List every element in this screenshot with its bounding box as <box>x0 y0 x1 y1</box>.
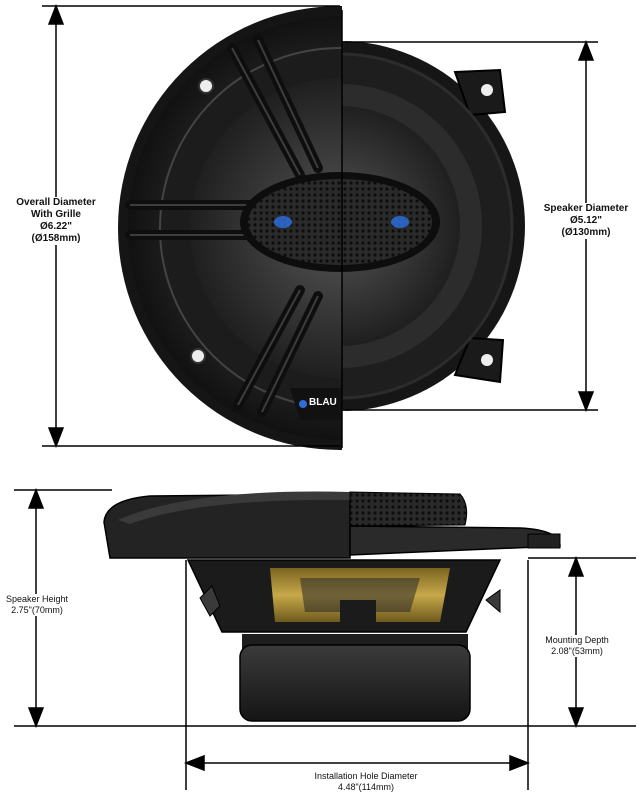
mounting-depth-label: Mounting Depth 2.08"(53mm) <box>536 635 618 657</box>
mounting-depth-title: Mounting Depth <box>545 635 609 645</box>
speaker-height-value: 2.75"(70mm) <box>11 605 63 615</box>
speaker-diameter-title: Speaker Diameter <box>543 203 629 214</box>
mounting-depth-value: 2.08"(53mm) <box>551 646 603 656</box>
speaker-front-with-grille <box>118 6 342 450</box>
installation-hole-title: Installation Hole Diameter <box>314 771 418 781</box>
speaker-diameter-label: Speaker Diameter Ø5.12" (Ø130mm) <box>534 203 638 239</box>
installation-hole-value: 4.48"(114mm) <box>337 782 395 792</box>
speaker-diameter-inches: Ø5.12" <box>570 215 602 226</box>
overall-diameter-subtitle: With Grille <box>31 209 81 220</box>
brand-badge-text: BLAU <box>309 397 337 408</box>
overall-diameter-inches: Ø6.22" <box>40 221 72 232</box>
tweeter-grille <box>240 172 440 272</box>
speaker-height-label: Speaker Height 2.75"(70mm) <box>0 594 74 616</box>
brand-badge: BLAU <box>309 397 343 409</box>
installation-hole-dimension <box>183 560 531 790</box>
speaker-side-view <box>103 491 561 722</box>
overall-diameter-title: Overall Diameter <box>16 197 96 208</box>
speaker-diameter-mm: (Ø130mm) <box>561 227 611 238</box>
overall-diameter-mm: (Ø158mm) <box>31 233 81 244</box>
speaker-height-title: Speaker Height <box>5 594 69 604</box>
installation-hole-label: Installation Hole Diameter 4.48"(114mm) <box>296 771 436 793</box>
overall-diameter-label: Overall Diameter With Grille Ø6.22" (Ø15… <box>8 197 104 245</box>
